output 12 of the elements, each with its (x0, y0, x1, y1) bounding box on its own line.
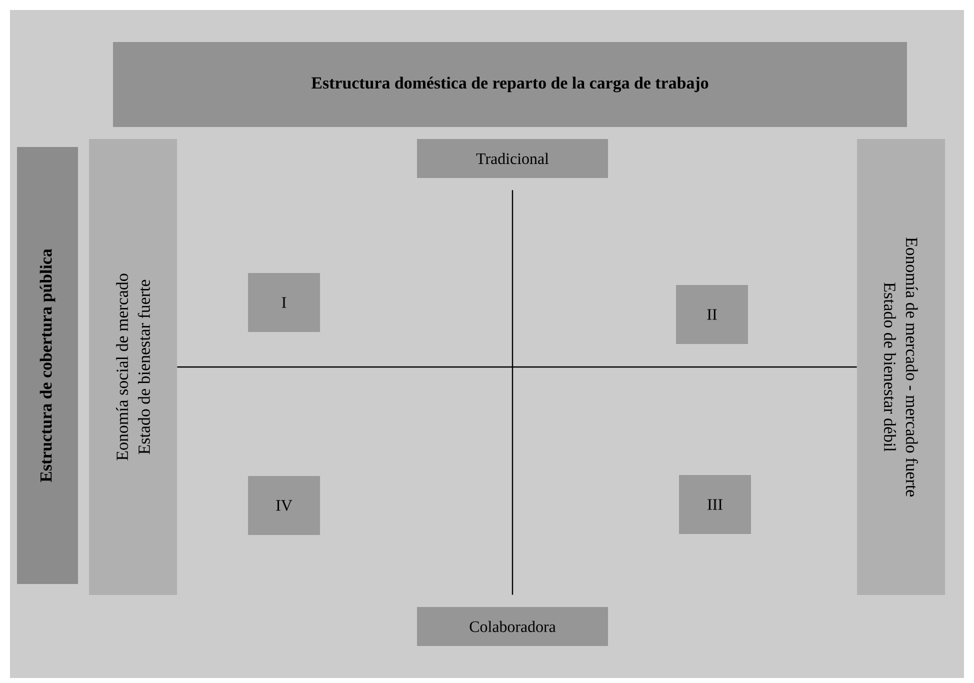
heading-band: Estructura doméstica de reparto de la carga de trabajo (113, 42, 907, 127)
label-box: Eonomía social de mercado Estado de bienestar fuerte (89, 138, 177, 595)
axis-line (177, 366, 857, 368)
quadrant-box: IV (248, 476, 320, 535)
quadrant-box: II (676, 284, 748, 344)
quadrant-box: I (248, 272, 320, 332)
label-box: Eonomía de mercado - mercado fuerte Estado de bienestar débil (857, 138, 945, 595)
label-box: Tradicional (417, 138, 608, 178)
axis-band: Estructura de cobertura pública (17, 146, 78, 584)
quadrant-box: III (679, 474, 751, 534)
axis-line (512, 190, 514, 595)
label-box: Colaboradora (417, 606, 608, 646)
